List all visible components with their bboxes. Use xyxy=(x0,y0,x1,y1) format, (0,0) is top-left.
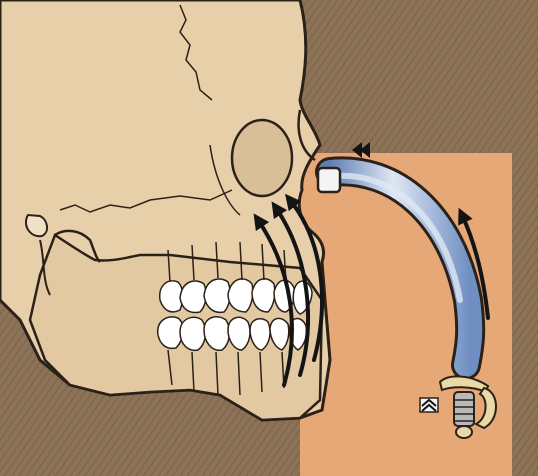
tooth xyxy=(160,281,183,312)
eye-socket xyxy=(232,120,292,196)
instrument-pommel xyxy=(456,426,472,438)
skull xyxy=(0,0,330,420)
tooth xyxy=(180,281,206,313)
tooth xyxy=(180,317,205,350)
double-chevron-up-icon xyxy=(420,398,438,412)
instrument-tip xyxy=(318,168,340,192)
